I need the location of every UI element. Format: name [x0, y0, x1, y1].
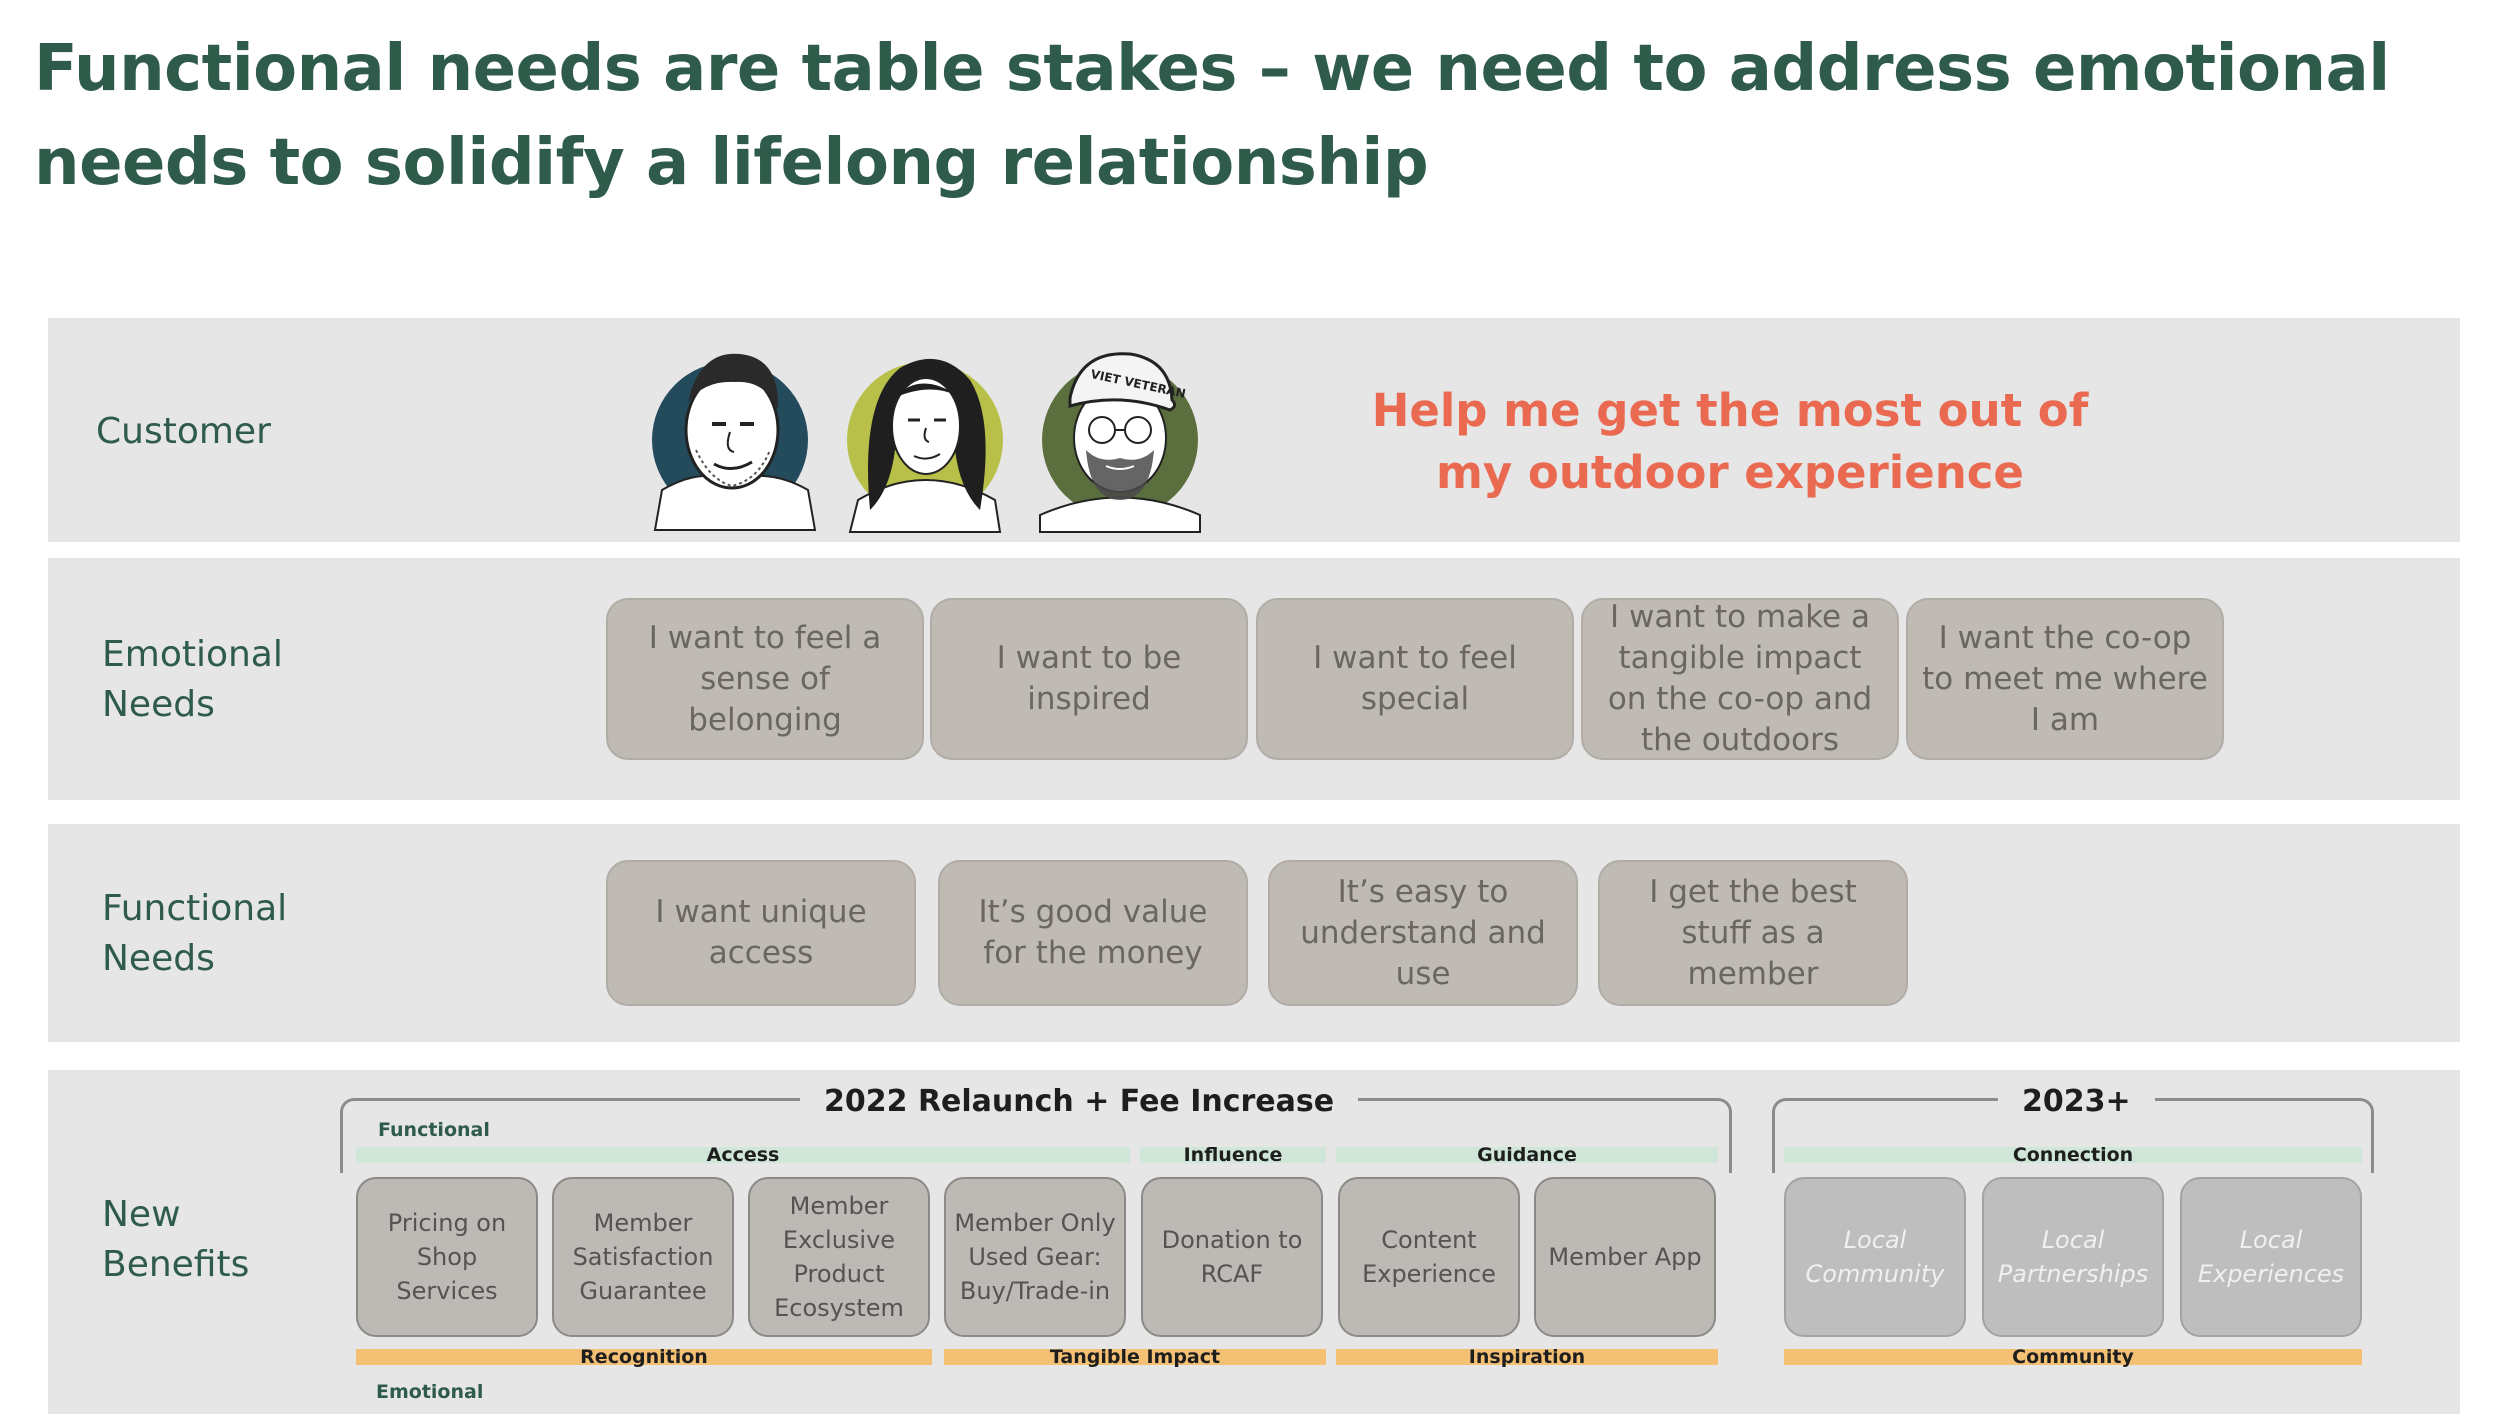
benefit-local-experiences: Local Experiences	[2180, 1177, 2362, 1337]
category-guidance: Guidance	[1336, 1146, 1718, 1165]
category-recognition: Recognition	[356, 1348, 932, 1367]
benefit-product-ecosystem: Member Exclusive Product Ecosystem	[748, 1177, 930, 1337]
category-influence: Influence	[1140, 1146, 1326, 1165]
category-community: Community	[1784, 1348, 2362, 1367]
emotional-need-inspired: I want to be inspired	[930, 598, 1248, 760]
relaunch-group-title: 2022 Relaunch + Fee Increase	[800, 1082, 1359, 1122]
benefit-member-app: Member App	[1534, 1177, 1716, 1337]
functional-needs-label: Functional Needs	[102, 888, 288, 979]
customer-headline: Help me get the most out of my outdoor e…	[1371, 384, 2089, 499]
emotional-need-belonging: I want to feel a sense of belonging	[606, 598, 924, 760]
future-group-title: 2023+	[1998, 1082, 2155, 1122]
benefit-shop-pricing: Pricing on Shop Services	[356, 1177, 538, 1337]
functional-axis-label: Functional	[378, 1119, 490, 1141]
emotional-need-tangible-impact: I want to make a tangible impact on the …	[1581, 598, 1899, 760]
benefit-rcaf-donation: Donation to RCAF	[1141, 1177, 1323, 1337]
benefit-used-gear: Member Only Used Gear: Buy/Trade-in	[944, 1177, 1126, 1337]
functional-need-easy-to-use: It’s easy to understand and use	[1268, 860, 1578, 1006]
benefit-satisfaction-guarantee: Member Satisfaction Guarantee	[552, 1177, 734, 1337]
emotional-need-meet-me: I want the co-op to meet me where I am	[1906, 598, 2224, 760]
functional-needs-band	[48, 824, 2460, 1042]
functional-need-good-value: It’s good value for the money	[938, 860, 1248, 1006]
woman-portrait-icon	[847, 358, 1003, 533]
benefit-content-experience: Content Experience	[1338, 1177, 1520, 1337]
new-benefits-label: New Benefits	[102, 1194, 250, 1285]
customer-label: Customer	[96, 411, 271, 452]
functional-need-unique-access: I want unique access	[606, 860, 916, 1006]
category-access: Access	[356, 1146, 1130, 1165]
benefit-local-community: Local Community	[1784, 1177, 1966, 1337]
emotional-needs-label: Emotional Needs	[102, 634, 283, 725]
category-inspiration: Inspiration	[1336, 1348, 1718, 1367]
category-tangible-impact: Tangible Impact	[944, 1348, 1326, 1367]
emotional-need-special: I want to feel special	[1256, 598, 1574, 760]
category-connection: Connection	[1784, 1146, 2362, 1165]
customer-band	[48, 318, 2460, 542]
benefit-local-partnerships: Local Partnerships	[1982, 1177, 2164, 1337]
emotional-axis-label: Emotional	[376, 1381, 484, 1403]
page-title: Functional needs are table stakes – we n…	[34, 32, 2390, 200]
young-man-portrait-icon	[652, 353, 817, 531]
veteran-man-portrait-icon: VIET VETERAN	[1039, 352, 1201, 533]
functional-need-best-stuff: I get the best stuff as a member	[1598, 860, 1908, 1006]
